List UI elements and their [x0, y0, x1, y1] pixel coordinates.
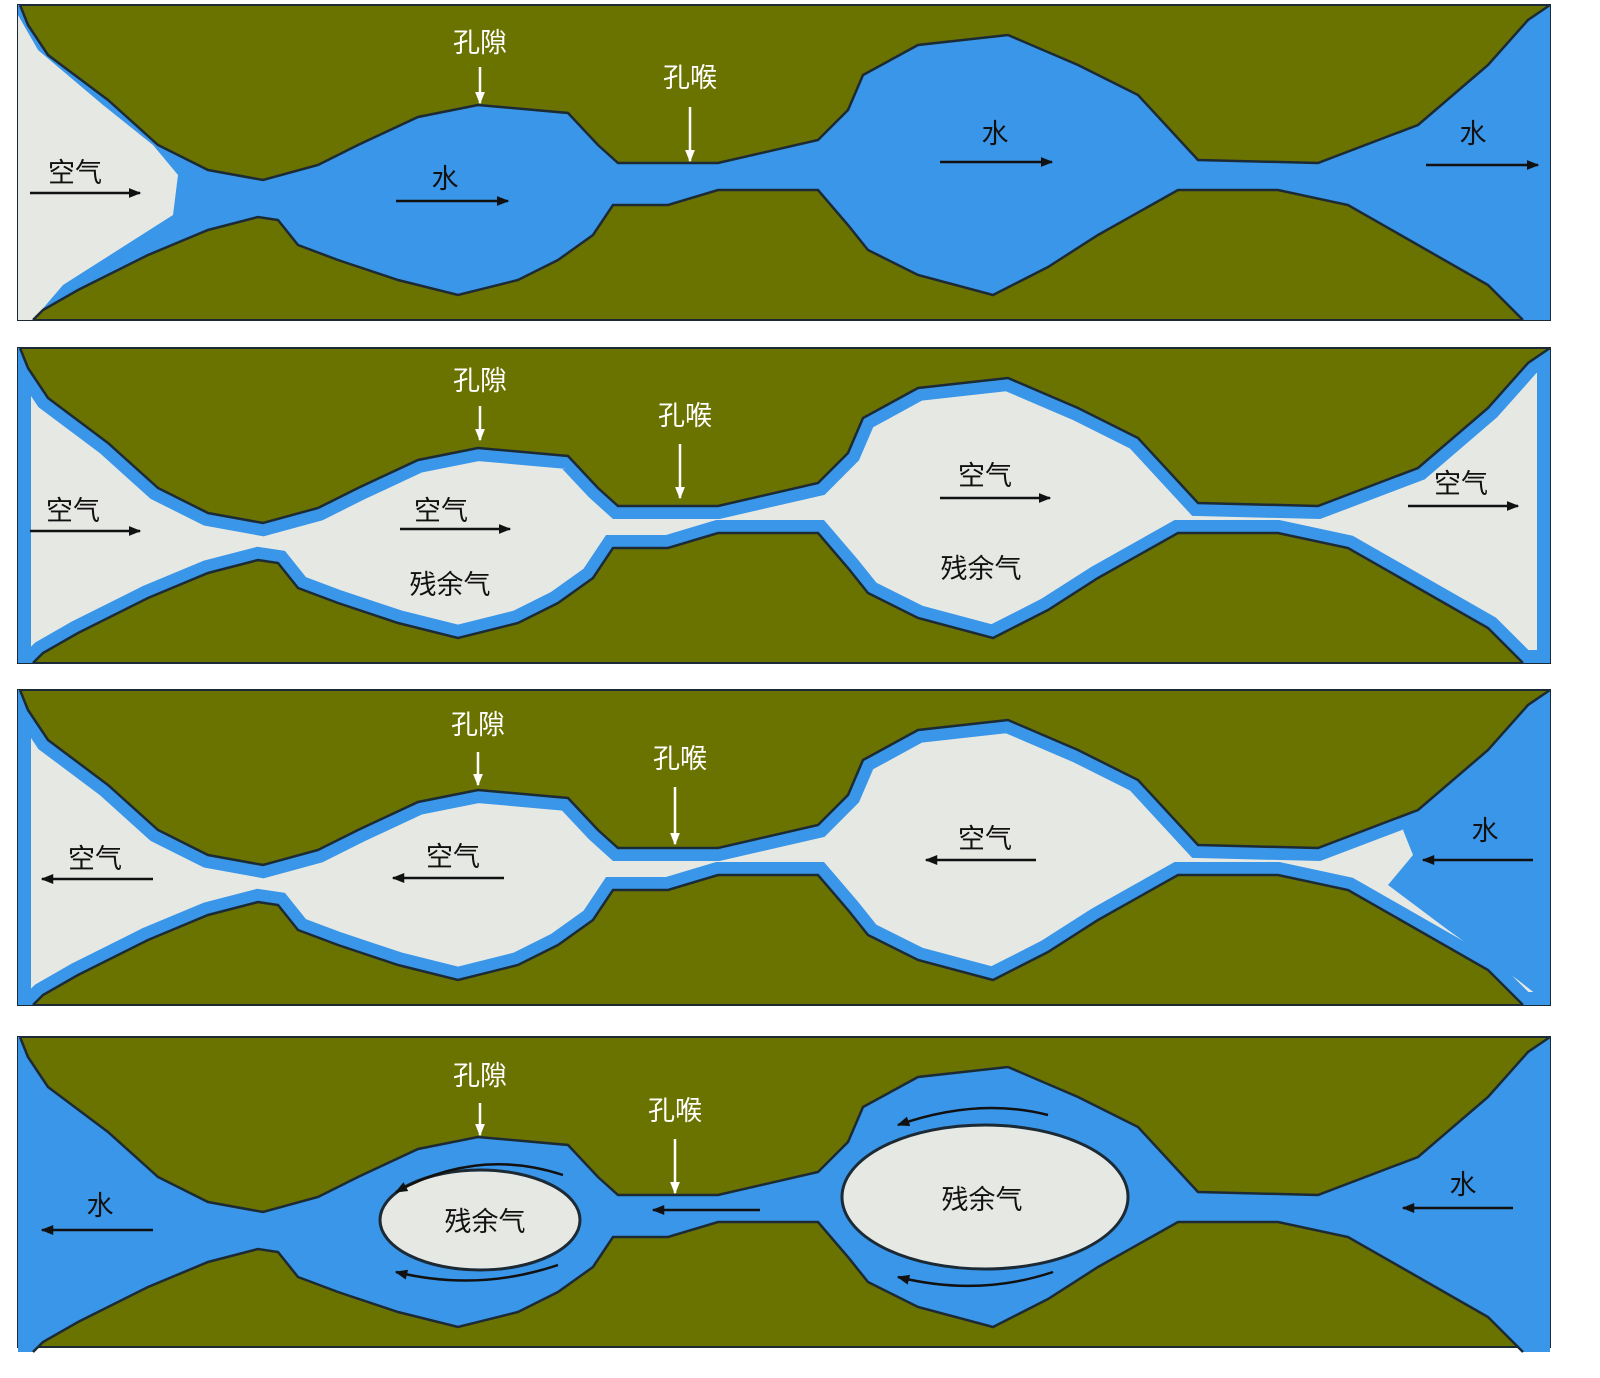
residual-gas-label: 残余气 — [410, 570, 491, 601]
residual-gas-bubble — [378, 1168, 582, 1272]
panel-4: 孔隙 孔喉 水 残余气 残余气 水 — [17, 1035, 1552, 1354]
pore-label: 孔隙 — [451, 710, 505, 741]
residual-gas-bubble — [840, 1123, 1130, 1271]
mid-label: 水 — [432, 164, 459, 195]
throat-label: 孔喉 — [653, 744, 707, 775]
circulation-arrow-icon — [394, 1263, 559, 1282]
circulation-arrow-icon — [896, 1106, 1049, 1127]
right-mid-label: 空气 — [958, 824, 1012, 855]
pore-label: 孔隙 — [453, 366, 507, 397]
right-label: 水 — [1460, 119, 1487, 150]
right-mid-label: 水 — [982, 119, 1009, 150]
left-label: 空气 — [68, 844, 122, 875]
residual-gas-label: 残余气 — [445, 1207, 526, 1238]
left-label: 空气 — [46, 496, 100, 527]
throat-label: 孔喉 — [658, 401, 712, 432]
throat-label: 孔喉 — [648, 1096, 702, 1127]
pore-label: 孔隙 — [453, 1061, 507, 1092]
panel-1: 孔隙 孔喉 空气 水 水 水 — [17, 3, 1552, 322]
right-label: 水 — [1450, 1170, 1477, 1201]
circulation-arrow-icon — [394, 1163, 564, 1194]
left-label: 水 — [87, 1191, 114, 1222]
air-front — [18, 15, 178, 320]
residual-gas-label: 残余气 — [941, 554, 1022, 585]
water-front — [1388, 690, 1550, 1005]
circulation-arrow-icon — [896, 1270, 1054, 1288]
mid-label: 空气 — [414, 496, 468, 527]
right-label: 水 — [1472, 816, 1499, 847]
mid-label: 空气 — [426, 842, 480, 873]
panel-3: 孔隙 孔喉 空气 空气 空气 水 — [17, 688, 1552, 1007]
right-label: 空气 — [1434, 469, 1488, 500]
pore-label: 孔隙 — [453, 28, 507, 59]
right-mid-label: 空气 — [958, 461, 1012, 492]
left-label: 空气 — [48, 158, 102, 189]
residual-gas-label: 残余气 — [942, 1185, 1023, 1216]
panel-2: 孔隙 孔喉 空气 空气 空气 空气 残余气 残余气 — [17, 346, 1552, 665]
throat-label: 孔喉 — [663, 63, 717, 94]
